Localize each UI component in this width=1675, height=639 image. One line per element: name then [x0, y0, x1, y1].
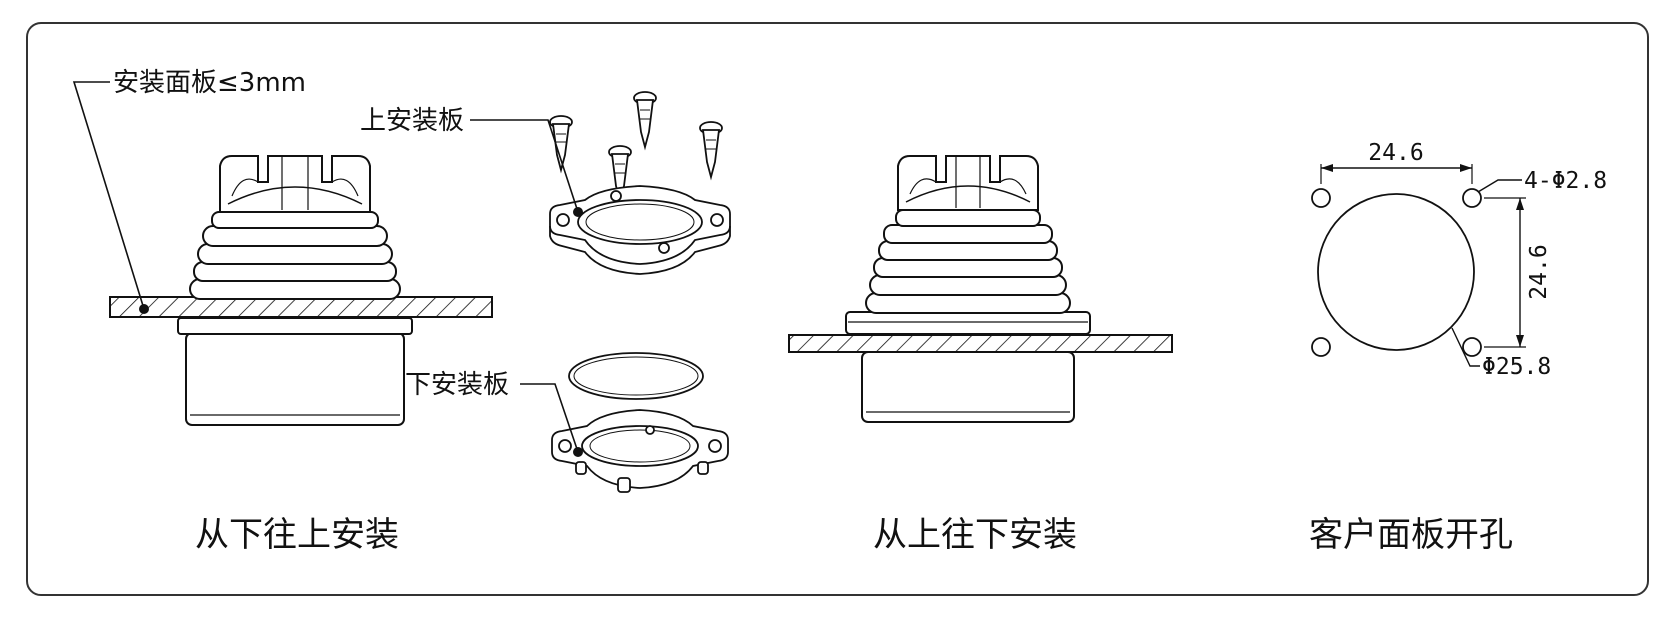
dim-hole-spacing-y: 24.6 — [1526, 244, 1552, 299]
caption-cutout: 客户面板开孔 — [1309, 515, 1513, 555]
screws — [549, 91, 723, 205]
caption-top-down: 从上往下安装 — [873, 515, 1077, 555]
panel-thickness-label: 安装面板≤3mm — [113, 68, 306, 98]
screw-2 — [633, 91, 657, 151]
upper-plate-callout: 上安装板 — [360, 106, 583, 217]
upper-mounting-plate — [549, 185, 731, 275]
dim-center-hole: Φ25.8 — [1482, 354, 1551, 380]
mount-hole-tl — [1311, 188, 1331, 208]
mount-hole-br — [1462, 337, 1482, 357]
screw-3 — [699, 121, 723, 181]
lower-plate-callout: 下安装板 — [405, 370, 583, 457]
panel-cutout-drawing — [1311, 164, 1526, 367]
panel-thickness-callout: 安装面板≤3mm — [72, 68, 306, 314]
center-hole — [1317, 193, 1475, 351]
lower-mounting-plate — [551, 409, 729, 493]
mount-hole-bl — [1311, 337, 1331, 357]
caption-bottom-up: 从下往上安装 — [195, 515, 399, 555]
lower-plate-label: 下安装板 — [405, 370, 509, 400]
o-ring — [568, 352, 704, 400]
screw-1 — [549, 115, 573, 174]
joystick-bottom-up — [109, 155, 493, 426]
outer-frame — [26, 22, 1649, 596]
mount-hole-tr — [1462, 188, 1482, 208]
joystick-top-down — [788, 155, 1173, 423]
upper-plate-label: 上安装板 — [360, 106, 464, 136]
mounting-panel-top-down — [788, 334, 1173, 353]
dim-hole-spacing-x: 24.6 — [1368, 140, 1423, 166]
dim-mount-holes: 4-Φ2.8 — [1524, 168, 1607, 194]
